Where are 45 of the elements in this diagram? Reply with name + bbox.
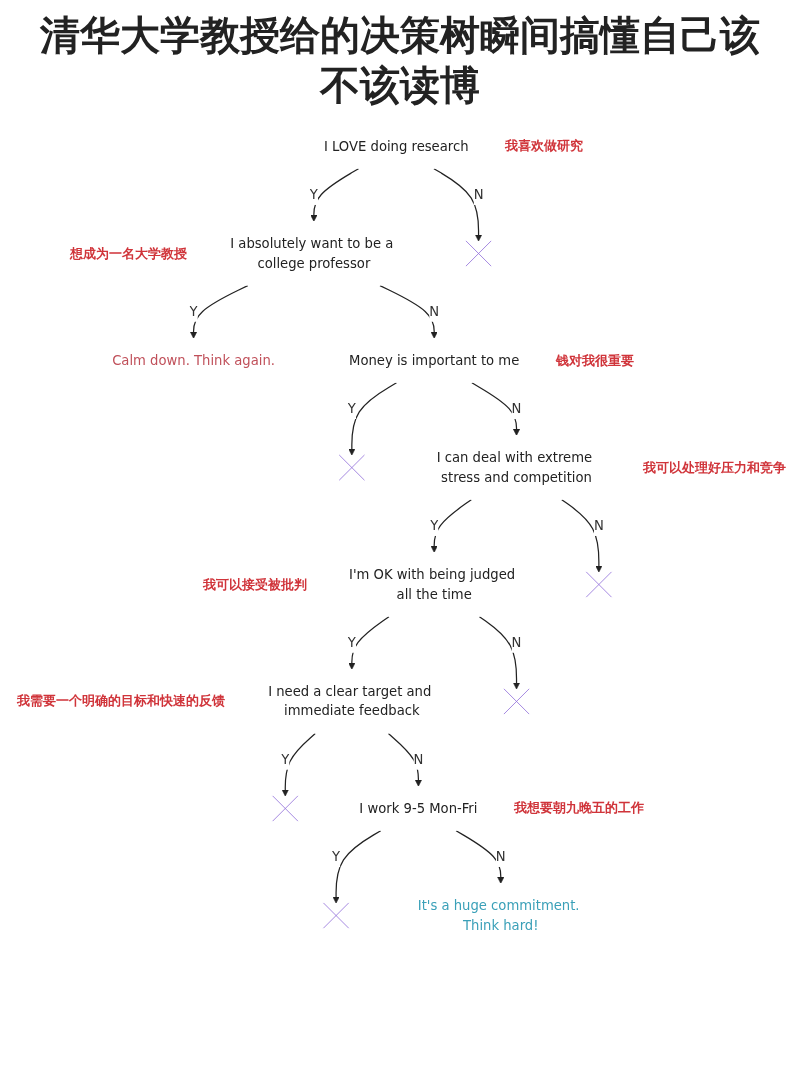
node-text: Calm down. Think again. [112, 352, 275, 368]
edge-label: N [473, 186, 484, 203]
edge-label: N [511, 634, 522, 651]
translation-text: 想成为一名大学教授 [70, 245, 188, 261]
node-text: I LOVE doing research [323, 138, 469, 154]
arrow [387, 732, 423, 787]
arrow [348, 616, 390, 670]
translation-text: 我可以接受被批判 [203, 576, 308, 592]
translation-text: 我需要一个明确的目标和快速的反馈 [17, 693, 226, 709]
edge-label: N [495, 848, 506, 865]
node-text: Money is important to me [349, 352, 520, 368]
node-text: I absolutely want to be a college professor [230, 235, 394, 271]
arrow [379, 285, 438, 339]
node-text: It's a huge commitment. Think hard! [417, 897, 580, 933]
edge-label: Y [309, 186, 318, 203]
translation-text: 我想要朝九晚五的工作 [513, 800, 644, 816]
arrow [332, 830, 382, 904]
edge-label: Y [281, 751, 290, 768]
edge-label: Y [332, 848, 341, 865]
arrow [478, 616, 521, 690]
title: 清华大学教授给的决策树瞬间搞懂自己该不该读博 [40, 11, 760, 110]
edge-label: Y [189, 303, 198, 320]
edge-label: N [413, 751, 424, 768]
translation-text: 我喜欢做研究 [504, 138, 583, 154]
translation-text: 钱对我很重要 [555, 352, 634, 368]
arrow [561, 499, 603, 573]
arrow [189, 285, 249, 339]
edge-label: N [429, 303, 440, 320]
edge-label: N [593, 517, 604, 534]
node-text: I'm OK with being judged all the time [349, 566, 516, 602]
arrow [281, 732, 316, 797]
arrow [430, 499, 472, 553]
arrow [310, 168, 360, 222]
arrow [471, 382, 521, 436]
edge-label: Y [347, 400, 356, 417]
node-text: I need a clear target and immediate feedback [268, 683, 432, 719]
translation-text: 我可以处理好压力和竞争 [643, 459, 787, 475]
node-text: I work 9-5 Mon-Fri [359, 800, 478, 816]
edge-label: Y [430, 517, 439, 534]
node-text: I can deal with extreme stress and competition [436, 449, 593, 485]
edge-label: Y [347, 634, 356, 651]
edge-label: N [511, 400, 522, 417]
arrow [348, 382, 398, 456]
arrow [455, 830, 505, 884]
arrow [433, 168, 483, 242]
